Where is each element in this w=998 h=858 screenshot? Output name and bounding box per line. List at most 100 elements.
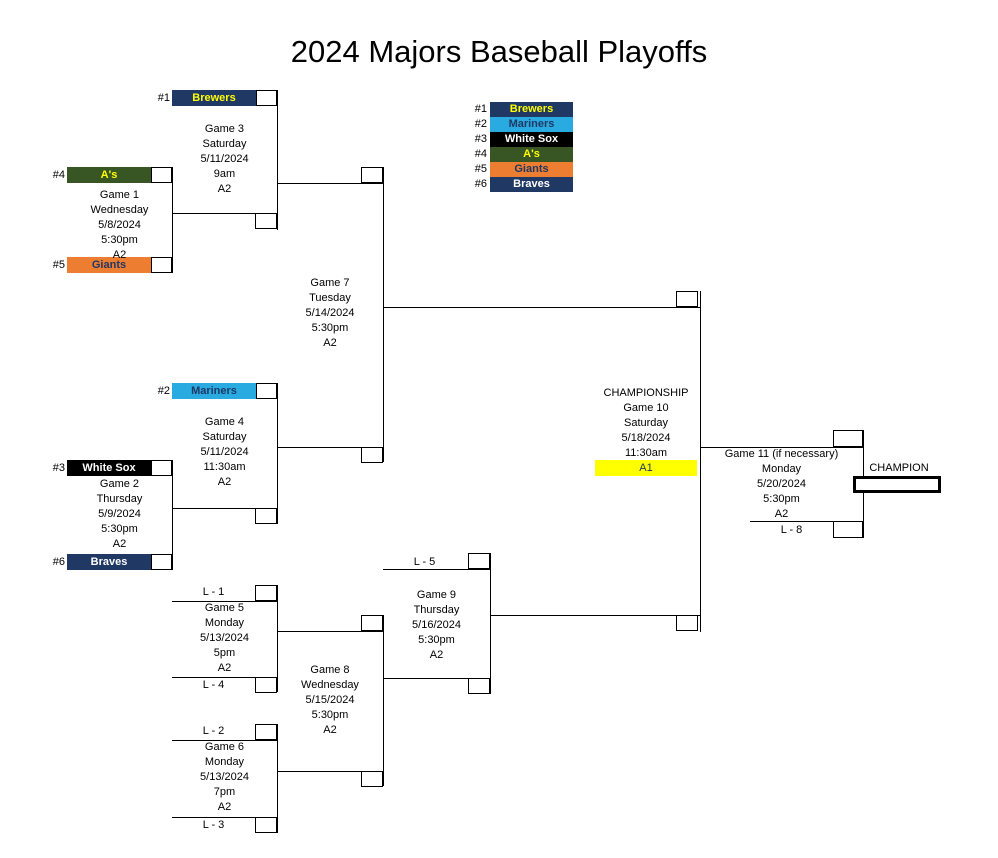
seed-label-mariners: #2 [157,385,170,397]
score-box-loser5[interactable] [468,553,490,569]
legend-row: #6 Braves [461,177,573,192]
feeder-label-loser1: L - 1 [202,586,225,598]
score-box-loser3[interactable] [255,817,277,833]
bracket-line-game8-cell [383,615,384,786]
team-score-box-giants[interactable] [151,257,172,273]
game-time: 11:30am [203,461,246,473]
legend-team-brewers: Brewers [490,102,573,117]
feeder-label-loser8: L - 8 [780,524,803,536]
game-day: Wednesday [90,204,149,216]
game-time: 11:30am [625,447,667,459]
bracket-line-game5-cell [277,585,278,692]
bracket-line-game7-winner [383,307,700,308]
game-label: Game 1 [99,189,140,201]
seed-label-giants: #5 [52,259,65,271]
game-day: Monday [761,463,802,475]
bracket-line-loser8 [750,521,863,522]
team-bar-brewers: Brewers [172,90,256,106]
game-label: Game 4 [204,416,245,428]
game-day: Saturday [623,417,669,429]
game5-info: Game 5 Monday 5/13/2024 5pm A2 [172,601,277,676]
game-label: Game 5 [204,602,245,614]
game-time: 5pm [213,647,236,659]
bracket-line-game6-cell [277,724,278,833]
game-date: 5/13/2024 [200,632,249,644]
team-score-box-mariners[interactable] [256,383,277,399]
score-box-loser1[interactable] [255,585,277,601]
score-box-game6-winner[interactable] [361,771,383,787]
game-day: Saturday [202,431,247,443]
score-box-game3-winner[interactable] [361,167,383,183]
bracket-line-game5-winner [277,631,383,632]
team-score-box-as[interactable] [151,167,172,183]
legend-seed-label: #4 [474,148,487,160]
score-box-loser2[interactable] [255,724,277,740]
seed-label-brewers: #1 [157,92,170,104]
score-box-loser4[interactable] [255,677,277,693]
team-bar-mariners: Mariners [172,383,256,399]
game-court: A2 [323,337,337,349]
game3-info: Game 3 Saturday 5/11/2024 9am A2 [172,122,277,197]
team-bar-braves: Braves [67,554,151,570]
team-bar-giants: Giants [67,257,151,273]
bracket-line-game9-cell [490,553,491,694]
feeder-label-loser5: L - 5 [413,556,436,568]
game-date: 5/13/2024 [200,771,249,783]
game-day: Wednesday [301,679,359,691]
bracket-line-game4-winner [277,447,383,448]
team-bar-whitesox: White Sox [67,460,151,476]
game-day: Monday [204,617,245,629]
game-time: 5:30pm [418,634,455,646]
game-day: Thursday [413,604,460,616]
bracket-line-game2-winner [172,508,277,509]
game8-info: Game 8 Wednesday 5/15/2024 5:30pm A2 [277,663,383,738]
legend-seed-label: #6 [474,178,487,190]
game-day: Thursday [96,493,143,505]
score-box-game4-winner[interactable] [361,447,383,463]
bracket-line-game1-cell [172,167,173,273]
game-label: Game 11 (if necessary) [724,448,839,460]
game-court: A2 [217,662,232,674]
game-label: Game 10 [623,402,669,414]
champion-box[interactable] [853,476,941,493]
team-score-box-whitesox[interactable] [151,460,172,476]
bracket-line-game6-winner [277,771,383,772]
legend-team-giants: Giants [490,162,573,177]
score-box-game2-winner[interactable] [255,508,277,524]
bracket-line-game1-winner [172,213,277,214]
game-date: 5/16/2024 [412,619,461,631]
score-box-game5-winner[interactable] [361,615,383,631]
legend-team-as: A's [490,147,573,162]
game-label: Game 8 [310,664,350,676]
team-bar-as: A's [67,167,151,183]
game-date: 5/11/2024 [200,446,249,458]
game1-info: Game 1 Wednesday 5/8/2024 5:30pm A2 [67,188,172,263]
game9-info: Game 9 Thursday 5/16/2024 5:30pm A2 [383,588,490,663]
team-score-box-braves[interactable] [151,554,172,570]
bracket-line-game9-winner [490,615,700,616]
game-court: A2 [112,249,127,261]
score-box-game7-winner[interactable] [676,291,698,307]
score-box-game10-winner[interactable] [833,430,863,447]
game6-info: Game 6 Monday 5/13/2024 7pm A2 [172,740,277,815]
game-court: A2 [217,801,232,813]
score-box-game9-winner[interactable] [676,615,698,631]
team-score-box-brewers[interactable] [256,90,277,106]
legend-row: #2 Mariners [461,117,573,132]
game-time: 5:30pm [101,234,138,246]
legend-seed-label: #3 [474,133,487,145]
game7-info: Game 7 Tuesday 5/14/2024 5:30pm A2 [277,276,383,351]
game-day: Saturday [202,138,247,150]
seed-label-as: #4 [52,169,65,181]
seed-label-whitesox: #3 [52,462,65,474]
game-day: Monday [204,756,245,768]
score-box-game8-winner[interactable] [468,678,490,694]
score-box-game1-winner[interactable] [255,213,277,229]
game-date: 5/11/2024 [200,153,249,165]
legend-seed-label: #2 [474,118,487,130]
legend-seed-label: #5 [474,163,487,175]
score-box-loser8[interactable] [833,521,863,538]
legend-row: #1 Brewers [461,102,573,117]
game-court: A2 [112,538,127,550]
